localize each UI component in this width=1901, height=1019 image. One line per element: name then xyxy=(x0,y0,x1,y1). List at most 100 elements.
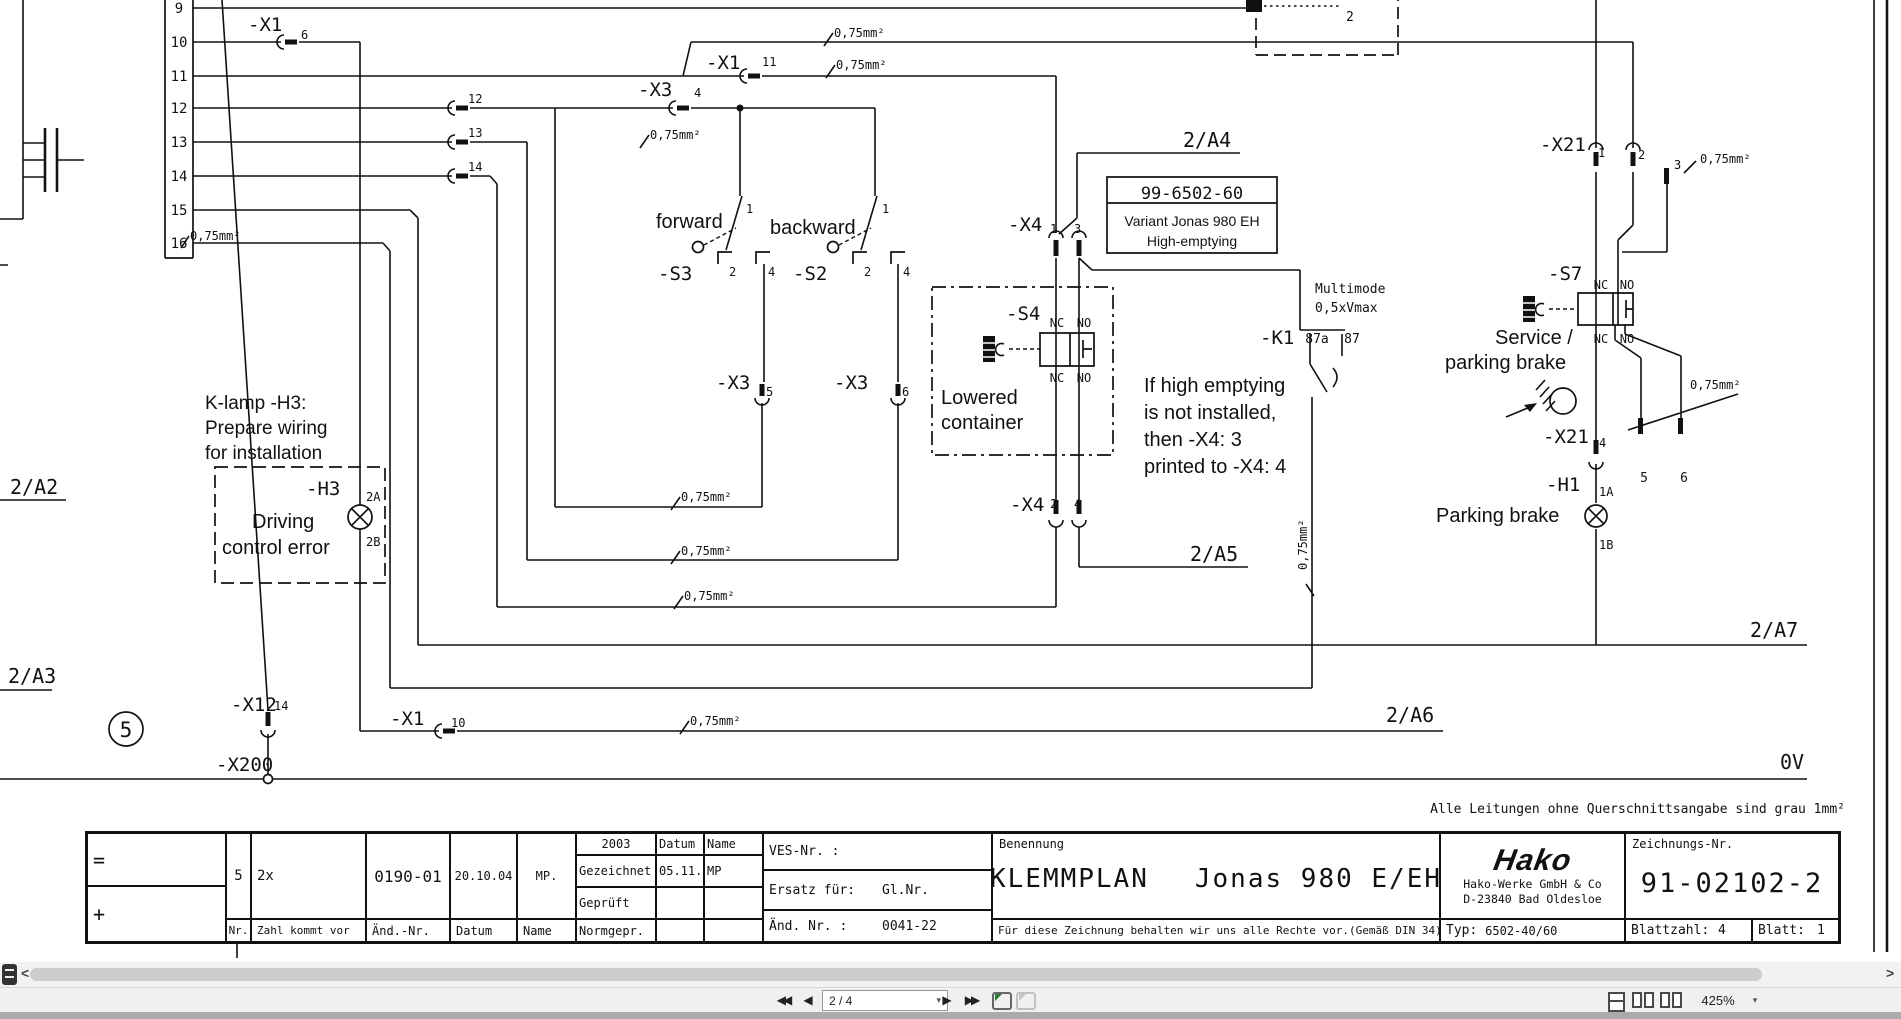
diagram-label: -H1 xyxy=(1546,474,1580,496)
diagram-label: NO xyxy=(1077,371,1091,385)
diagram-label: -X12 xyxy=(231,694,277,716)
diagram-label: for installation xyxy=(205,443,322,464)
tb-empty-1 xyxy=(656,887,704,919)
tb-empty-2 xyxy=(656,919,704,942)
diagram-label: NO xyxy=(1077,316,1091,330)
two-page-view-icon[interactable] xyxy=(1632,992,1654,1008)
diagram-label: 2/A7 xyxy=(1750,618,1798,642)
diagram-label: backward xyxy=(770,217,856,239)
diagram-label: 5 xyxy=(120,718,133,742)
horizontal-scrollbar[interactable]: < > xyxy=(0,962,1901,987)
first-page-button[interactable]: ◀◀ xyxy=(776,993,792,1007)
next-page-button[interactable]: ▶ xyxy=(942,993,952,1007)
tb-gez-name: MP xyxy=(704,855,763,887)
diagram-label: 0,75mm² xyxy=(681,490,732,504)
tb-eq: = xyxy=(93,847,106,872)
tb-typ: Typ: 6502-40/60 xyxy=(1440,919,1625,942)
tb-name-value: MP. xyxy=(517,833,576,919)
lowered-container-dashed-box xyxy=(931,286,1114,456)
previous-view-icon[interactable] xyxy=(987,986,1012,1010)
diagram-label: 1 xyxy=(882,202,889,216)
diagram-label: -X4 xyxy=(1010,494,1044,516)
tb-plus: + xyxy=(93,902,106,926)
diagram-label: 11 xyxy=(171,69,188,85)
tb-datum-label: Datum xyxy=(450,919,517,942)
diagram-label: 87a xyxy=(1305,332,1328,347)
scrollbar-thumb[interactable] xyxy=(30,968,1762,981)
diagram-label: 13 xyxy=(171,135,188,151)
tb-datum-value: 20.10.04 xyxy=(450,833,517,919)
connector-arcs xyxy=(260,34,1641,739)
tb-nr-label: Nr. xyxy=(226,919,251,942)
diagram-label: -X21 xyxy=(1540,134,1586,156)
tb-empty-4 xyxy=(704,919,763,942)
diagram-label: 0V xyxy=(1780,750,1804,774)
hako-logo: Hako xyxy=(1490,844,1575,877)
boxes xyxy=(164,0,1634,367)
diagram-label: 2 xyxy=(1346,10,1354,25)
diagram-label: 2 xyxy=(864,265,871,279)
diagram-label: If high emptying xyxy=(1144,375,1285,397)
tb-glnr: Gl.Nr. xyxy=(882,882,929,898)
diagram-label: then -X4: 3 xyxy=(1144,429,1242,451)
diagram-label: container xyxy=(941,412,1024,434)
diagram-label: 12 xyxy=(171,101,188,117)
tb-blattzahl: Blattzahl: 4 xyxy=(1625,919,1752,942)
diagram-label: Lowered xyxy=(941,387,1018,409)
diagram-label: NC xyxy=(1050,316,1064,330)
tb-aendnr-value: 0041-22 xyxy=(882,918,937,934)
tb-gez-datum: 05.11. xyxy=(656,855,704,887)
diagram-label: High-emptying xyxy=(1147,233,1237,249)
diagram-label: 0,5xVmax xyxy=(1315,301,1378,316)
diagram-label: 0,75mm² xyxy=(681,544,732,558)
actuator-dashed-links xyxy=(703,227,1578,350)
continuous-view-icon[interactable] xyxy=(1608,992,1625,1012)
diagram-label: forward xyxy=(656,211,723,233)
diagram-label: 5 xyxy=(1640,471,1648,486)
sheet-number-circle xyxy=(108,711,144,747)
tb-geprueft: Geprüft xyxy=(576,887,656,919)
diagram-label: 2/A4 xyxy=(1183,128,1231,152)
tb-datum2-label: Datum xyxy=(656,833,704,855)
s3-actuator xyxy=(691,240,705,254)
h1-lamp-icon xyxy=(1584,504,1608,528)
diagram-label: -X4 xyxy=(1008,214,1042,236)
diagram-label: 5 xyxy=(766,385,773,399)
diagram-label: 1 xyxy=(1050,222,1057,236)
two-page-continuous-view-icon[interactable] xyxy=(1660,992,1682,1008)
diagram-label: -X1 xyxy=(390,708,424,730)
diagram-label: Prepare wiring xyxy=(205,418,328,439)
diagram-label: 2A xyxy=(366,490,381,504)
tb-copyright: Für diese Zeichnung behalten wir uns all… xyxy=(992,919,1440,942)
diagram-label: -X3 xyxy=(638,79,672,101)
diagram-label: -X1 xyxy=(706,52,740,74)
diagram-label: 0,75mm² xyxy=(650,128,701,142)
zoom-caret-icon[interactable]: ▾ xyxy=(1752,994,1758,1005)
viewer-toolbar: ◀◀ ◀ 2 / 4 ▾ ▶ ▶▶ 425% ▾ − + xyxy=(0,986,1901,1013)
diagram-label: 14 xyxy=(274,699,288,713)
diagram-label: 11 xyxy=(762,55,776,69)
scroll-right-arrow[interactable]: > xyxy=(1886,965,1895,981)
diagram-label: 1A xyxy=(1599,485,1614,499)
page-number-combobox[interactable]: 2 / 4 ▾ xyxy=(822,990,948,1011)
last-page-button[interactable]: ▶▶ xyxy=(964,993,980,1007)
tb-name-label: Name xyxy=(517,919,576,942)
tb-benennung-label: Benennung xyxy=(999,837,1065,851)
tb-aend-label: Änd.-Nr. xyxy=(366,919,450,942)
drawing-title: KLEMMPLAN xyxy=(992,864,1149,894)
diagram-label: is not installed, xyxy=(1144,402,1276,424)
tb-name2-label: Name xyxy=(704,833,763,855)
diagram-label: 0,75mm² xyxy=(190,229,241,243)
tb-typ-label: Typ: xyxy=(1446,923,1478,938)
symbols xyxy=(108,240,1608,785)
diagram-label: 2 xyxy=(1050,497,1057,511)
scroll-left-arrow[interactable]: < xyxy=(21,965,30,981)
tb-normgepr: Normgepr. xyxy=(576,919,656,942)
panel-handle-icon[interactable] xyxy=(2,964,17,985)
diagram-label: 0,75mm² xyxy=(834,26,885,40)
diagram-label: Service / xyxy=(1495,327,1573,349)
previous-page-button[interactable]: ◀ xyxy=(803,993,813,1007)
zoom-level-label: 425% xyxy=(1701,992,1735,1008)
next-view-icon[interactable] xyxy=(1011,986,1036,1010)
